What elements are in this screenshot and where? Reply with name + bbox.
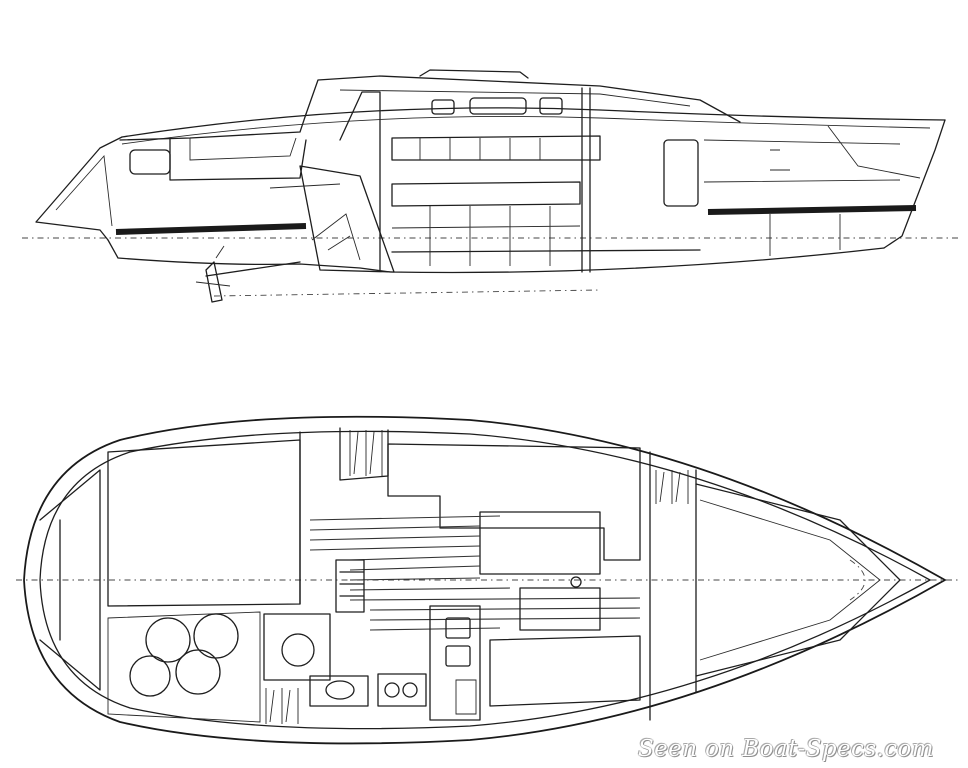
plan-locker-hatch-aft <box>265 688 299 724</box>
plan-head-basin <box>309 675 369 707</box>
plan-vberth <box>695 483 901 677</box>
plan-galley-counter <box>429 605 481 721</box>
plan-bulkhead-aft <box>299 427 389 605</box>
profile-portlight-3 <box>539 97 563 115</box>
profile-door <box>663 139 699 207</box>
plan-cockpit-lockers <box>107 611 261 723</box>
plan-fitting-circle-2 <box>193 613 239 659</box>
plan-fitting-circle-4 <box>129 655 171 697</box>
plan-stove-burner-1 <box>384 682 400 698</box>
profile-bow-pulpit <box>827 125 921 179</box>
plan-sole-strips <box>309 515 641 631</box>
plan-cockpit-stern <box>39 469 101 691</box>
plan-vberth-inner <box>699 499 881 661</box>
plan-fridge <box>455 679 477 715</box>
profile-keel <box>299 165 395 273</box>
profile-boot-stripe-aft <box>115 223 307 235</box>
profile-portlight-2 <box>469 97 527 115</box>
profile-sheer-line <box>121 107 946 138</box>
boat-specs-watermark: Seen on Boat-Specs.com <box>638 736 934 762</box>
profile-vberth <box>703 139 901 256</box>
profile-sheer-inner <box>121 116 931 145</box>
plan-bow-chain-locker <box>849 559 866 601</box>
plan-settee-port <box>387 443 641 561</box>
profile-boot-stripe-fwd <box>707 205 917 215</box>
plan-hull-outline <box>23 415 947 745</box>
profile-view <box>22 69 960 303</box>
plan-fitting-circle-3 <box>175 649 221 695</box>
plan-deck-line <box>39 430 931 730</box>
plan-table-post <box>570 576 582 588</box>
profile-settee <box>391 135 601 161</box>
profile-deckhouse-inner <box>339 89 691 107</box>
profile-hull-bottom <box>107 239 885 274</box>
plan-settee-starboard <box>489 587 641 707</box>
profile-portlight-aft <box>129 149 171 175</box>
plan-sink-2 <box>445 645 471 667</box>
plan-fitting-circle-1 <box>145 617 191 663</box>
plan-locker-hatch-fwd <box>655 470 689 504</box>
profile-galley <box>391 181 581 207</box>
profile-bulkhead-aft <box>339 91 381 271</box>
plan-toilet <box>281 633 315 667</box>
profile-bow <box>883 119 946 249</box>
plan-basin-bowl <box>325 680 355 700</box>
profile-settee-cushions <box>419 138 541 160</box>
plan-sink-1 <box>445 617 471 639</box>
plan-head <box>263 613 331 681</box>
plan-stove-burner-2 <box>402 682 418 698</box>
profile-transom <box>35 136 123 241</box>
plan-table <box>479 511 601 575</box>
plan-locker-hatch-mid <box>349 430 383 476</box>
profile-keel-line <box>213 289 601 297</box>
plan-stove <box>377 673 427 707</box>
profile-rudder <box>195 245 231 287</box>
profile-cabinets <box>391 206 581 266</box>
profile-transom-inner <box>55 154 113 227</box>
profile-cockpit-detail <box>189 137 341 189</box>
plan-view <box>16 415 958 745</box>
profile-hatch <box>419 69 529 79</box>
profile-prop-shaft <box>205 261 301 303</box>
profile-keel-shade <box>311 213 361 261</box>
plan-bulkhead-fwd <box>649 451 697 721</box>
profile-deckhouse <box>305 75 741 123</box>
profile-cockpit <box>119 113 307 181</box>
profile-portlight-1 <box>431 99 455 115</box>
profile-bulkhead-fwd <box>581 87 591 273</box>
plan-companion-steps <box>335 559 365 613</box>
plan-cockpit <box>107 439 301 607</box>
profile-sole <box>391 249 701 253</box>
